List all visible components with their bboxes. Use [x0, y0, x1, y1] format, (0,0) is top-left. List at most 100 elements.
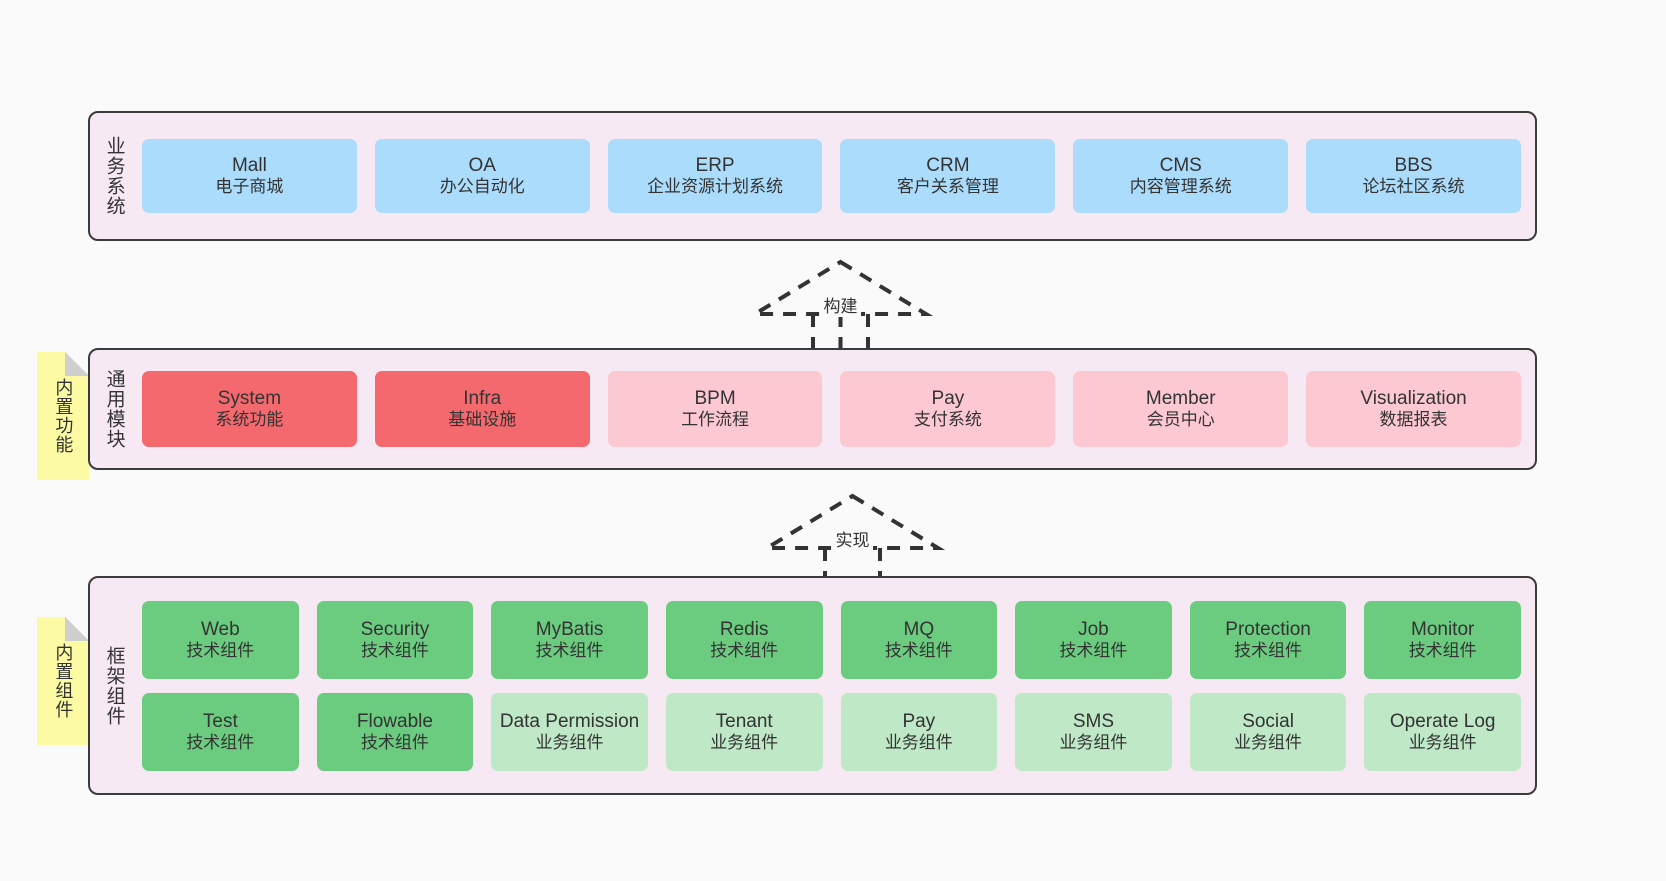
module-name-en: Visualization	[1360, 388, 1467, 410]
module-box-data-permission[interactable]: Data Permission 业务组件	[491, 692, 648, 771]
layer-body: Web 技术组件 Security 技术组件 MyBatis 技术组件 Redi…	[138, 578, 1535, 793]
module-box-redis[interactable]: Redis 技术组件	[665, 600, 823, 679]
box-row: Test 技术组件 Flowable 技术组件 Data Permission …	[142, 692, 1521, 771]
module-name-cn: 技术组件	[186, 732, 255, 752]
connector-implement: 实现	[755, 490, 950, 576]
module-name-cn: 业务组件	[884, 732, 953, 752]
module-name-cn: 技术组件	[360, 732, 429, 752]
connector-label: 实现	[832, 526, 873, 551]
module-box-security[interactable]: Security 技术组件	[316, 600, 474, 679]
module-name-en: Security	[360, 618, 430, 640]
module-name-cn: 技术组件	[1059, 640, 1128, 660]
module-name-en: MyBatis	[535, 618, 604, 640]
module-name-en: MQ	[903, 618, 935, 640]
module-box-erp[interactable]: ERP 企业资源计划系统	[607, 139, 823, 213]
module-name-cn: 客户关系管理	[896, 177, 999, 197]
module-box-tenant[interactable]: Tenant 业务组件	[665, 692, 823, 771]
module-name-en: Pay	[931, 388, 965, 410]
module-name-cn: 技术组件	[535, 640, 604, 660]
module-name-en: System	[217, 388, 282, 410]
module-box-operate-log[interactable]: Operate Log 业务组件	[1364, 692, 1521, 771]
sticky-note-label: 内置功能	[53, 378, 74, 454]
module-name-en: BBS	[1394, 155, 1433, 177]
layer-title: 业务系统	[103, 136, 125, 216]
module-name-en: Social	[1242, 710, 1294, 732]
module-name-en: Tenant	[715, 710, 773, 732]
module-name-en: Monitor	[1411, 618, 1475, 640]
module-name-en: Redis	[719, 618, 769, 640]
module-name-en: Infra	[463, 388, 502, 410]
box-row: System 系统功能 Infra 基础设施 BPM 工作流程 Pay 支付系统…	[142, 371, 1521, 447]
module-name-cn: 系统功能	[215, 410, 284, 430]
module-name-en: CMS	[1159, 155, 1202, 177]
module-box-pay-component[interactable]: Pay 业务组件	[840, 692, 998, 771]
box-row: Mall 电子商城 OA 办公自动化 ERP 企业资源计划系统 CRM 客户关系…	[142, 139, 1521, 213]
module-box-oa[interactable]: OA 办公自动化	[374, 139, 590, 213]
module-box-mybatis[interactable]: MyBatis 技术组件	[491, 600, 648, 679]
module-name-cn: 会员中心	[1146, 410, 1215, 430]
module-name-cn: 基础设施	[448, 410, 517, 430]
module-name-cn: 技术组件	[710, 640, 779, 660]
module-box-sms[interactable]: SMS 业务组件	[1015, 692, 1172, 771]
module-name-cn: 技术组件	[1234, 640, 1303, 660]
module-box-flowable[interactable]: Flowable 技术组件	[316, 692, 474, 771]
module-name-cn: 电子商城	[215, 177, 284, 197]
module-name-en: Mall	[231, 155, 267, 177]
module-name-cn: 业务组件	[710, 732, 779, 752]
module-name-cn: 业务组件	[1059, 732, 1128, 752]
sticky-note-builtin-components: 内置组件	[37, 617, 89, 745]
module-name-cn: 数据报表	[1379, 410, 1448, 430]
connector-build: 构建	[743, 256, 938, 348]
sticky-note-label: 内置组件	[53, 643, 74, 719]
module-box-monitor[interactable]: Monitor 技术组件	[1364, 600, 1521, 679]
module-box-system[interactable]: System 系统功能	[142, 371, 357, 447]
module-name-en: Protection	[1225, 618, 1311, 640]
module-name-en: CRM	[926, 155, 970, 177]
module-name-en: Operate Log	[1389, 710, 1496, 732]
module-name-en: Flowable	[356, 710, 433, 732]
box-row: Web 技术组件 Security 技术组件 MyBatis 技术组件 Redi…	[142, 600, 1521, 679]
layer-title: 通用模块	[103, 369, 125, 449]
module-box-protection[interactable]: Protection 技术组件	[1189, 600, 1347, 679]
module-box-mq[interactable]: MQ 技术组件	[840, 600, 998, 679]
module-name-cn: 业务组件	[535, 732, 604, 752]
module-name-en: Data Permission	[499, 710, 640, 732]
module-box-crm[interactable]: CRM 客户关系管理	[840, 139, 1056, 213]
module-name-cn: 技术组件	[884, 640, 953, 660]
module-name-en: SMS	[1072, 710, 1115, 732]
module-box-member[interactable]: Member 会员中心	[1073, 371, 1289, 447]
layer-business-system: 业务系统 Mall 电子商城 OA 办公自动化 ERP 企业资源计划系统 CRM…	[88, 111, 1537, 241]
layer-body: Mall 电子商城 OA 办公自动化 ERP 企业资源计划系统 CRM 客户关系…	[138, 113, 1535, 239]
module-name-cn: 技术组件	[1408, 640, 1477, 660]
module-name-en: Web	[200, 618, 240, 640]
module-name-en: ERP	[695, 155, 735, 177]
module-box-social[interactable]: Social 业务组件	[1189, 692, 1347, 771]
module-name-en: Job	[1078, 618, 1109, 640]
module-box-web[interactable]: Web 技术组件	[142, 600, 299, 679]
module-name-en: BPM	[694, 388, 736, 410]
module-name-cn: 技术组件	[360, 640, 429, 660]
module-box-pay[interactable]: Pay 支付系统	[840, 371, 1056, 447]
module-name-cn: 办公自动化	[439, 177, 525, 197]
layer-common-module: 通用模块 System 系统功能 Infra 基础设施 BPM 工作流程 Pay…	[88, 348, 1537, 470]
module-name-en: OA	[468, 155, 496, 177]
module-box-bbs[interactable]: BBS 论坛社区系统	[1306, 139, 1521, 213]
module-name-cn: 业务组件	[1234, 732, 1303, 752]
sticky-note-builtin-features: 内置功能	[37, 352, 89, 480]
module-name-en: Member	[1145, 388, 1216, 410]
module-name-cn: 支付系统	[913, 410, 982, 430]
module-box-test[interactable]: Test 技术组件	[142, 692, 299, 771]
module-box-visualization[interactable]: Visualization 数据报表	[1306, 371, 1521, 447]
module-box-mall[interactable]: Mall 电子商城	[142, 139, 357, 213]
module-name-cn: 业务组件	[1408, 732, 1477, 752]
module-name-en: Pay	[902, 710, 936, 732]
module-box-bpm[interactable]: BPM 工作流程	[607, 371, 823, 447]
module-box-cms[interactable]: CMS 内容管理系统	[1073, 139, 1289, 213]
module-box-job[interactable]: Job 技术组件	[1015, 600, 1172, 679]
module-name-cn: 工作流程	[681, 410, 750, 430]
module-name-cn: 论坛社区系统	[1362, 177, 1465, 197]
layer-framework-component: 框架组件 Web 技术组件 Security 技术组件 MyBatis 技术组件…	[88, 576, 1537, 795]
module-name-en: Test	[202, 710, 238, 732]
module-box-infra[interactable]: Infra 基础设施	[374, 371, 590, 447]
